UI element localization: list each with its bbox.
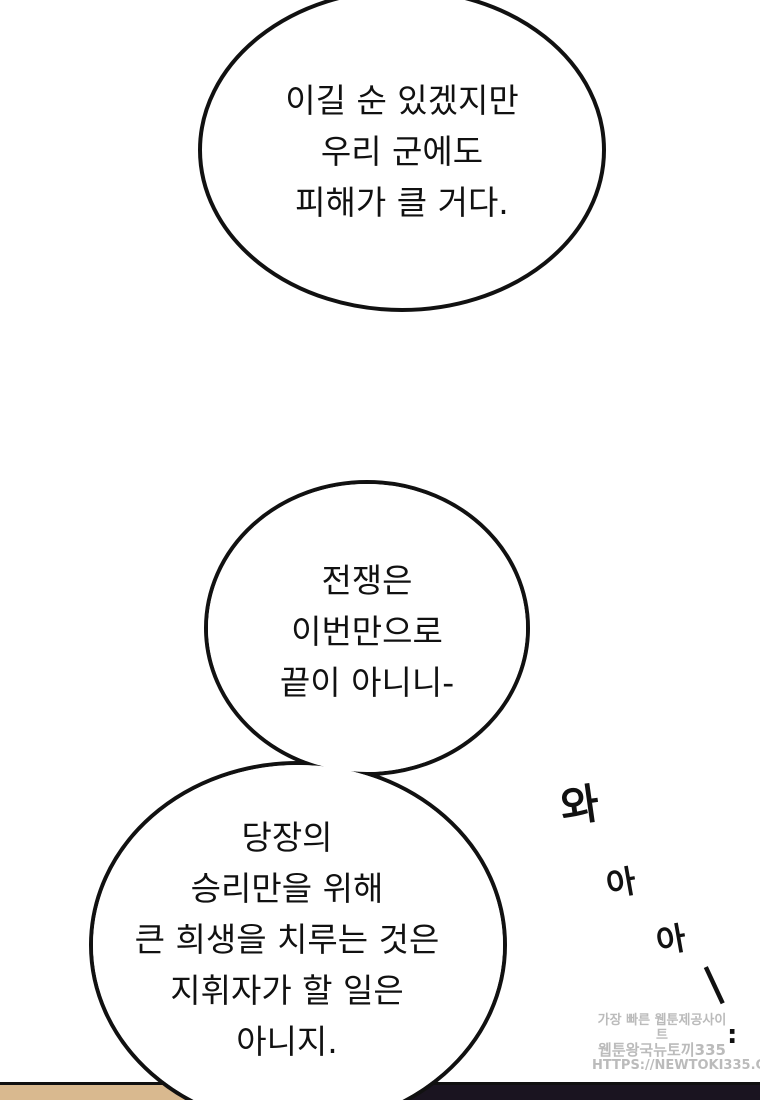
sfx-wa: 와 (557, 778, 603, 833)
sfx-dots: : (727, 1020, 738, 1050)
bubble-1-text: 이길 순 있겠지만 우리 군에도 피해가 클 거다. (285, 75, 519, 228)
text-line: 전쟁은 (321, 561, 413, 600)
bottom-panel-right (385, 1084, 760, 1100)
speech-bubble-2 (89, 480, 530, 1100)
text-line: 큰 희생을 치루는 것은 (134, 920, 440, 959)
text-line: 승리만을 위해 (190, 869, 384, 908)
bubble-2-text: 전쟁은 이번만으로 끝이 아니니- (280, 555, 454, 708)
text-line: 아니지. (236, 1022, 338, 1061)
speech-bubble-1 (198, 0, 606, 312)
text-line: 피해가 클 거다. (295, 183, 509, 222)
bubble-3-text: 당장의 승리만을 위해 큰 희생을 치루는 것은 지휘자가 할 일은 아니지. (135, 812, 440, 1067)
watermark-line: 웹툰왕국뉴토끼335 (598, 1041, 726, 1059)
watermark: 가장 빠른 웹툰제공사이트 웹툰왕국뉴토끼335 HTTPS://NEWTOKI… (592, 1013, 760, 1073)
text-line: 끝이 아니니- (279, 663, 455, 702)
text-line: 지휘자가 할 일은 (170, 971, 404, 1010)
text-line: 이길 순 있겠지만 (285, 81, 519, 120)
text-line: 우리 군에도 (320, 132, 484, 171)
text-line: 이번만으로 (291, 612, 443, 651)
watermark-line: 가장 빠른 웹툰제공사이트 (597, 1013, 727, 1043)
text-line: 당장의 (241, 818, 333, 857)
watermark-line: HTTPS://NEWTOKI335.COM (592, 1058, 760, 1073)
